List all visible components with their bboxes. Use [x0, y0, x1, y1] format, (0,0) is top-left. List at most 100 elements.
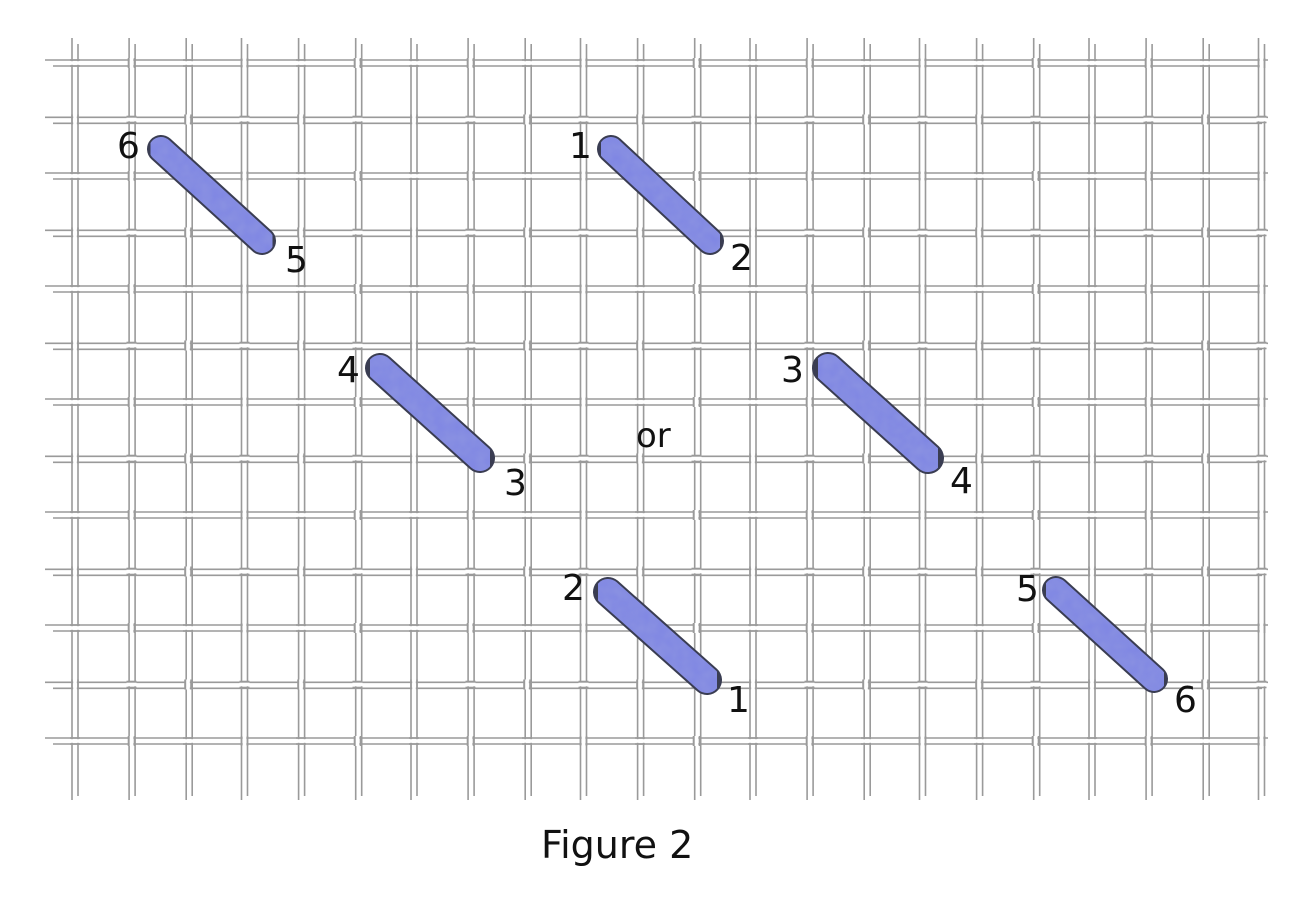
mesh-crossing: [352, 569, 363, 574]
mesh-crossing: [861, 513, 871, 517]
mesh-crossing: [1256, 682, 1267, 687]
mesh-crossing: [807, 397, 812, 407]
mesh-crossing: [1203, 566, 1207, 577]
mesh-crossing: [73, 679, 77, 690]
mesh-crossing: [183, 513, 193, 517]
mesh-crossing: [522, 61, 532, 65]
mesh-crossing: [804, 117, 815, 122]
mesh-crossing: [748, 513, 758, 517]
mesh-crossing: [920, 623, 925, 633]
mesh-crossing: [355, 736, 360, 746]
stitch-left-top-end-label: 5: [285, 240, 308, 281]
mesh-crossing: [1200, 61, 1210, 65]
mesh-crossing: [1033, 58, 1038, 68]
mesh-crossing: [1259, 736, 1264, 746]
mesh-crossing: [1030, 569, 1041, 574]
mesh-crossing: [352, 456, 363, 461]
mesh-crossing: [691, 117, 702, 122]
mesh-crossing: [355, 397, 360, 407]
mesh-crossing: [751, 227, 755, 238]
mesh-crossing: [412, 566, 416, 577]
stitch-right-bottom-start-label: 5: [1016, 569, 1039, 610]
mesh-crossing: [1087, 400, 1097, 404]
mesh-crossing: [242, 736, 247, 746]
mesh-crossing: [412, 340, 416, 351]
mesh-crossing: [183, 400, 193, 404]
stitch-layer: 6 5 4 3 2 1 1 2 3 4: [117, 126, 1197, 721]
mesh-crossing: [1087, 513, 1097, 517]
mesh-crossing: [296, 174, 306, 178]
mesh-crossing: [581, 736, 586, 746]
mesh-crossing: [129, 171, 134, 181]
stitch-left-bottom: 2 1: [562, 568, 750, 721]
mesh-crossing: [1030, 343, 1041, 348]
mesh-crossing: [409, 626, 419, 630]
stitch-right-middle-end-label: 4: [950, 461, 973, 502]
mesh-crossing: [1033, 623, 1038, 633]
mesh-crossing: [748, 61, 758, 65]
mesh-crossing: [1200, 287, 1210, 291]
mesh-crossing: [578, 230, 589, 235]
mesh-crossing: [1030, 117, 1041, 122]
mesh-crossing: [635, 739, 645, 743]
mesh-crossing: [751, 114, 755, 125]
mesh-crossing: [525, 114, 529, 125]
mesh-crossing: [694, 397, 699, 407]
mesh-crossing: [296, 287, 306, 291]
mesh-crossing: [242, 284, 247, 294]
mesh-crossing: [129, 58, 134, 68]
mesh-crossing: [1087, 287, 1097, 291]
mesh-crossing: [468, 510, 473, 520]
mesh-crossing: [296, 739, 306, 743]
mesh-crossing: [186, 227, 190, 238]
mesh-crossing: [581, 623, 586, 633]
mesh-crossing: [1033, 284, 1038, 294]
mesh-crossing: [355, 171, 360, 181]
mesh-crossing: [861, 61, 871, 65]
mesh-crossing: [129, 510, 134, 520]
mesh-crossing: [804, 343, 815, 348]
mesh-crossing: [1259, 397, 1264, 407]
mesh-crossing: [1090, 566, 1094, 577]
mesh-crossing: [239, 343, 250, 348]
mesh-crossing: [635, 513, 645, 517]
mesh-crossing: [299, 227, 303, 238]
mesh-crossing: [299, 114, 303, 125]
mesh-crossing: [1146, 736, 1151, 746]
mesh-crossing: [691, 456, 702, 461]
mesh-crossing: [299, 566, 303, 577]
mesh-crossing: [183, 626, 193, 630]
mesh-crossing: [977, 114, 981, 125]
mesh-crossing: [465, 682, 476, 687]
mesh-crossing: [73, 453, 77, 464]
stitch-right-top-thread: [599, 137, 722, 253]
mesh-crossing: [1087, 61, 1097, 65]
mesh-crossing: [974, 61, 984, 65]
mesh-crossing: [239, 682, 250, 687]
mesh-crossing: [468, 397, 473, 407]
mesh-crossing: [1146, 510, 1151, 520]
mesh-crossing: [638, 566, 642, 577]
mesh-crossing: [917, 343, 928, 348]
mesh-crossing: [635, 61, 645, 65]
mesh-crossing: [129, 736, 134, 746]
mesh-crossing: [638, 114, 642, 125]
mesh-crossing: [409, 739, 419, 743]
mesh-crossing: [73, 340, 77, 351]
mesh-crossing: [468, 284, 473, 294]
mesh-crossing: [1200, 626, 1210, 630]
mesh-crossing: [748, 626, 758, 630]
mesh-crossing: [638, 453, 642, 464]
mesh-crossing: [1143, 117, 1154, 122]
mesh-crossing: [974, 400, 984, 404]
mesh-crossing: [299, 453, 303, 464]
mesh-crossing: [920, 397, 925, 407]
mesh-crossing: [804, 569, 815, 574]
mesh-crossing: [1259, 171, 1264, 181]
mesh-crossing: [70, 739, 80, 743]
mesh-crossing: [242, 58, 247, 68]
mesh-crossing: [1030, 682, 1041, 687]
mesh-crossing: [522, 739, 532, 743]
mesh-crossing: [1259, 58, 1264, 68]
mesh-crossing: [186, 340, 190, 351]
